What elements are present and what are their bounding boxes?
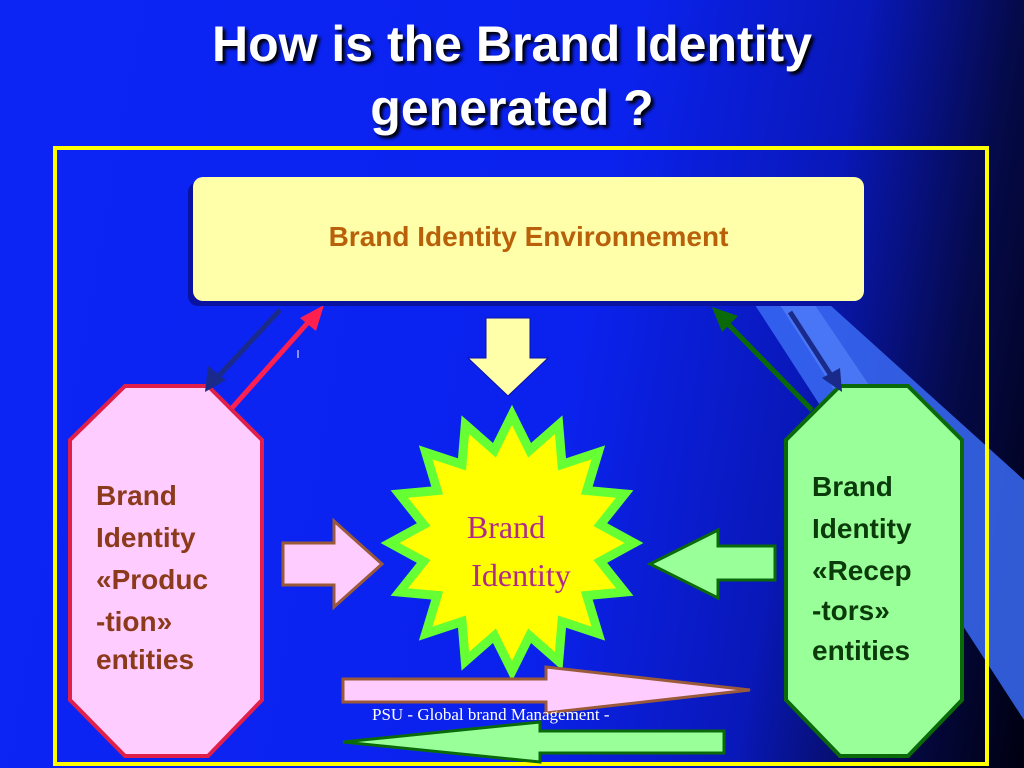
receptors-entities-label: Brand Identity «Recep -tors» entities <box>812 471 919 666</box>
receptors-to-environment-arrow <box>722 318 814 412</box>
environment-label: Brand Identity Environnement <box>328 221 729 252</box>
arrowhead <box>822 368 842 392</box>
environment-to-receptors-arrow <box>787 310 837 382</box>
arrowhead <box>712 307 738 332</box>
receptors-to-identity-arrow <box>646 527 777 601</box>
production-entities-shape <box>68 384 264 758</box>
production-line: entities <box>96 644 194 675</box>
title-line: generated ? <box>370 80 654 136</box>
production-line: Identity <box>96 522 196 553</box>
receptors-line: entities <box>812 635 910 666</box>
production-to-identity-arrow <box>281 517 385 611</box>
arrowhead <box>205 366 226 392</box>
center-line: Identity <box>471 557 571 593</box>
receptors-line: «Recep <box>812 555 912 586</box>
yellow-frame <box>53 146 989 766</box>
production-line: Brand <box>96 480 177 511</box>
receptors-line: -tors» <box>812 595 890 626</box>
receptors-entities-shape <box>784 384 964 758</box>
brand-identity-star <box>380 404 644 682</box>
production-entities-label: Brand Identity «Produc -tion» entities <box>96 480 216 675</box>
title-line: How is the Brand Identity <box>211 16 813 72</box>
center-line: Brand <box>467 509 545 545</box>
environment-to-production-arrow <box>213 308 282 382</box>
environment-down-arrow <box>466 317 550 397</box>
receptors-line: Brand <box>812 471 893 502</box>
production-to-environment-arrow <box>230 316 314 410</box>
environment-box: Brand Identity Environnement <box>193 177 864 301</box>
production-to-receptors-arrow <box>341 665 751 715</box>
arrowhead <box>300 305 324 331</box>
slide-title: How is the Brand Identity generated ? <box>0 12 1024 140</box>
production-line: «Produc <box>96 564 208 595</box>
receptors-line: Identity <box>812 513 912 544</box>
production-line: -tion» <box>96 606 172 637</box>
brand-identity-center-label: Brand Identity <box>467 509 571 593</box>
footer-text: PSU - Global brand Management - <box>372 705 610 724</box>
